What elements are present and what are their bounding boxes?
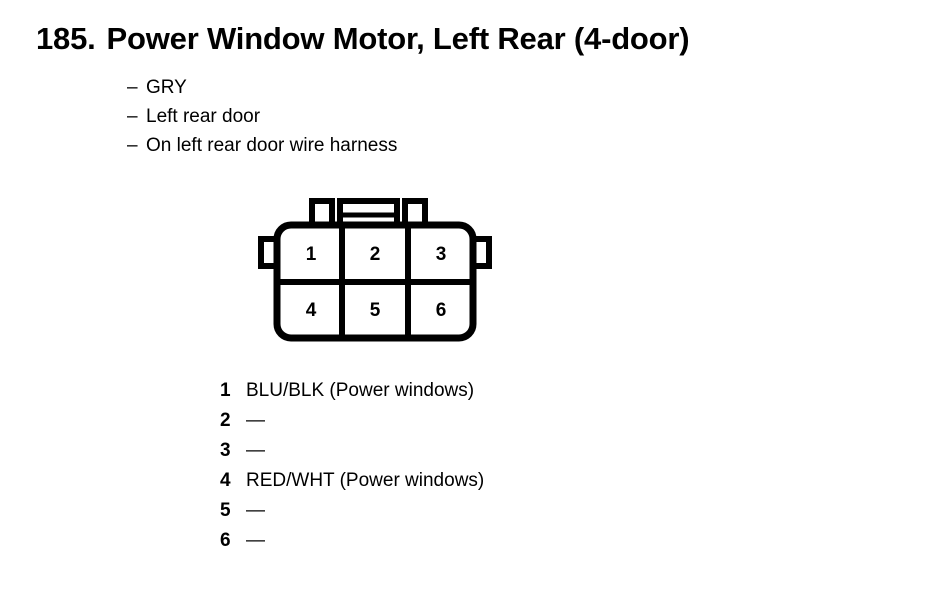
detail-list: –GRY –Left rear door –On left rear door … xyxy=(127,73,397,160)
pinout-description: — xyxy=(246,500,265,521)
pinout-description: — xyxy=(246,440,265,461)
dash-marker: – xyxy=(127,77,138,98)
list-item: –GRY xyxy=(127,73,397,102)
dash-marker: – xyxy=(127,135,138,156)
pinout-row: 3— xyxy=(220,436,484,466)
connector-diagram: 1 2 3 4 5 6 xyxy=(255,196,495,346)
pinout-row: 4 RED/WHT (Power windows) xyxy=(220,466,484,496)
detail-text: Left rear door xyxy=(146,106,261,127)
dash-marker: – xyxy=(127,106,138,127)
pinout-number: 5 xyxy=(220,500,231,521)
entry-title: Power Window Motor, Left Rear (4-door) xyxy=(106,21,690,56)
pinout-number: 1 xyxy=(220,380,231,401)
pinout-row: 5— xyxy=(220,496,484,526)
pinout-description: BLU/BLK (Power windows) xyxy=(246,380,475,401)
pinout-number: 6 xyxy=(220,530,231,551)
list-item: –Left rear door xyxy=(127,102,397,131)
connector-cell-4: 4 xyxy=(306,300,317,321)
entry-number: 185. xyxy=(36,21,96,56)
connector-cell-5: 5 xyxy=(370,300,381,321)
list-item: –On left rear door wire harness xyxy=(127,131,397,160)
pinout-row: 1 BLU/BLK (Power windows) xyxy=(220,376,484,406)
connector-cell-dividers xyxy=(277,225,473,338)
detail-text: On left rear door wire harness xyxy=(146,135,398,156)
pinout-row: 2— xyxy=(220,406,484,436)
pinout-number: 2 xyxy=(220,410,231,431)
connector-cell-6: 6 xyxy=(436,300,447,321)
detail-text: GRY xyxy=(146,77,187,98)
connector-cell-1: 1 xyxy=(306,244,317,265)
pinout-description: — xyxy=(246,530,265,551)
connector-cell-3: 3 xyxy=(436,244,447,265)
pinout-number: 4 xyxy=(220,470,231,491)
pinout-row: 6— xyxy=(220,526,484,556)
pinout-description: — xyxy=(246,410,265,431)
pinout-number: 3 xyxy=(220,440,231,461)
pinout-description: RED/WHT (Power windows) xyxy=(246,470,485,491)
page-title: 185. Power Window Motor, Left Rear (4-doo… xyxy=(36,21,690,57)
connector-cell-2: 2 xyxy=(370,244,381,265)
